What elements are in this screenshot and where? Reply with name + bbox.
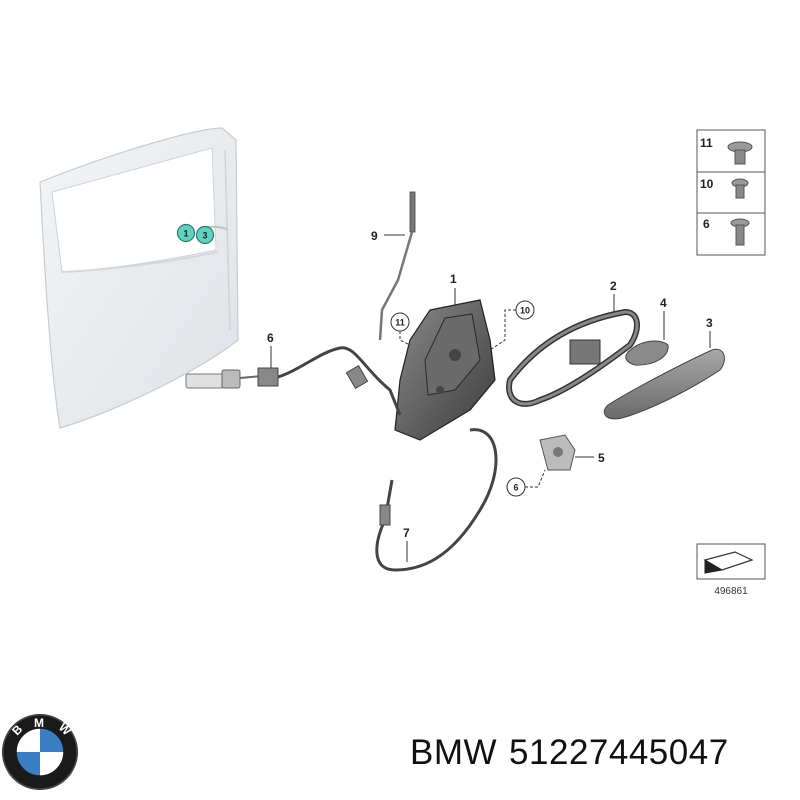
callout-9: 9 [371, 229, 378, 243]
door-lock [394, 299, 496, 441]
cable-6-left [185, 346, 402, 416]
legend-label-10: 10 [700, 177, 714, 191]
callout-6-left: 6 [267, 331, 274, 345]
callout-4: 4 [660, 296, 667, 310]
screw-11-icon [727, 141, 753, 165]
fastener-legend: 11 10 6 [696, 129, 766, 256]
door-badge-3-label: 3 [202, 231, 207, 241]
callout-5: 5 [598, 451, 605, 465]
bowden-cable-7 [375, 428, 498, 572]
door-badge-1-label: 1 [183, 229, 188, 239]
figure-id: 496861 [714, 586, 748, 597]
bmw-logo: B M W [2, 714, 78, 790]
callout-7: 7 [403, 526, 410, 540]
striker [539, 434, 576, 471]
svg-text:M: M [34, 716, 44, 730]
caption: BMW 51227445047 [410, 733, 729, 773]
legend-label-11: 11 [700, 136, 713, 150]
outer-door-handle [603, 348, 725, 420]
callout-6-right: 6 [513, 483, 518, 493]
door-badge-3: 3 [195, 225, 215, 245]
handle-cap [625, 340, 669, 366]
rear-door [39, 127, 239, 429]
door-badge-1: 1 [176, 223, 196, 243]
caption-part-number: 51227445047 [509, 733, 729, 772]
legend-label-6: 6 [703, 217, 710, 231]
screw-6-icon [730, 218, 750, 246]
screw-10-icon [731, 178, 749, 199]
handle-carrier [506, 308, 640, 407]
callout-11: 11 [395, 318, 405, 328]
callout-2: 2 [610, 279, 617, 293]
callout-1: 1 [450, 272, 457, 286]
callout-10: 10 [520, 306, 530, 316]
figure-id-box: 496861 [696, 543, 766, 597]
rod-9 [378, 191, 416, 341]
callout-3: 3 [706, 316, 713, 330]
caption-brand: BMW [410, 733, 498, 772]
